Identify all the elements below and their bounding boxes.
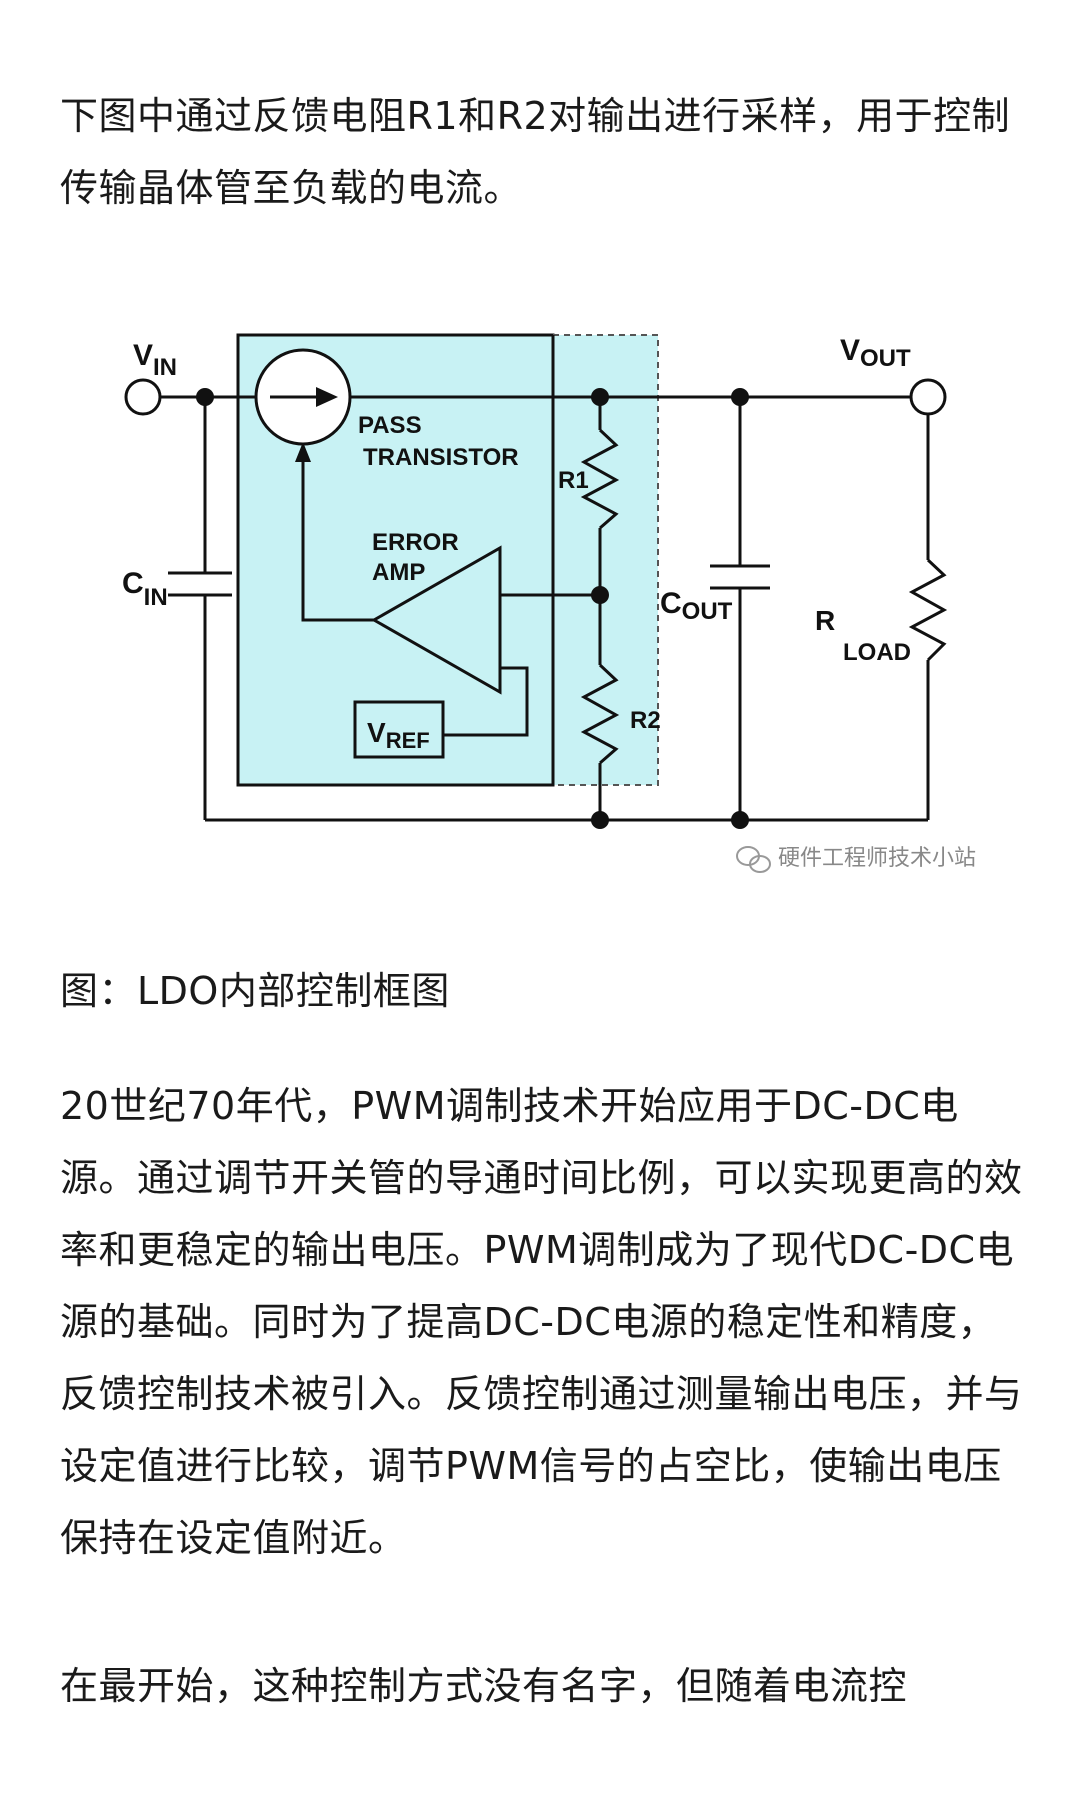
svg-text:硬件工程师技术小站: 硬件工程师技术小站 [778, 845, 976, 870]
rload-sub-label: LOAD [843, 639, 911, 666]
vout-label: VOUT [840, 334, 911, 372]
error-label-2: AMP [372, 559, 425, 586]
error-amp-symbol [370, 545, 502, 695]
pass-label-2: TRANSISTOR [363, 444, 519, 471]
vout-terminal [909, 378, 947, 416]
rload-label: R [815, 605, 835, 636]
vin-label: VIN [133, 339, 177, 381]
pass-label-1: PASS [358, 412, 422, 439]
error-label-1: ERROR [372, 529, 459, 556]
intro-paragraph: 下图中通过反馈电阻R1和R2对输出进行采样，用于控制传输晶体管至负载的电流。 [60, 94, 1011, 210]
wechat-icon [736, 846, 771, 873]
cin-label: CIN [122, 567, 168, 611]
history-paragraph: 20世纪70年代，PWM调制技术开始应用于DC-DC电源。通过调节开关管的导通时… [60, 1084, 1023, 1560]
cout-label: COUT [660, 587, 733, 625]
next-paragraph: 在最开始，这种控制方式没有名字，但随着电流控 [60, 1664, 908, 1708]
vref-box [353, 700, 445, 759]
vin-terminal [124, 378, 162, 416]
watermark: 硬件工程师技术小站 [736, 845, 976, 873]
r1-label: R1 [558, 467, 589, 494]
r2-label: R2 [630, 707, 661, 734]
ldo-block-diagram: VIN VOUT CIN COUT R LOAD PASS TRANSISTOR… [122, 333, 976, 873]
vref-label: VREF [367, 717, 430, 753]
figure-caption: 图：LDO内部控制框图 [60, 969, 450, 1013]
control-arrow [295, 442, 311, 462]
